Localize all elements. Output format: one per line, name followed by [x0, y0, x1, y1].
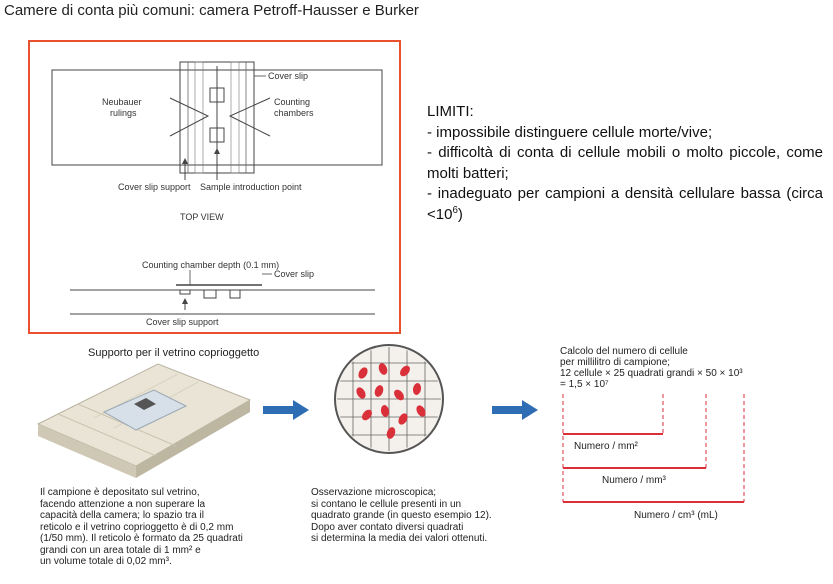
limits-heading: LIMITI:: [427, 103, 474, 120]
microscope-field-illustration: [334, 344, 444, 454]
cover-slip-label: Cover slip: [268, 71, 309, 81]
flow-arrow-1: [263, 400, 309, 420]
caption-middle: Osservazione microscopica; si contano le…: [311, 487, 492, 544]
cover-slip-support-bottom-label: Cover slip support: [146, 317, 219, 327]
cover-slip-side-label: Cover slip: [274, 269, 315, 279]
counting-chamber-diagram: [51, 61, 383, 315]
support-label: Supporto per il vetrino coprioggetto: [88, 347, 260, 359]
counting-chamber-diagram-frame: Cover slip Neubauer rulings Counting cha…: [28, 40, 401, 334]
number-per-cm3: Numero / cm³ (mL): [634, 510, 718, 521]
number-per-mm3: Numero / mm³: [602, 475, 666, 486]
neubauer-rulings-label-1: Neubauer: [102, 97, 142, 107]
sample-introduction-label: Sample introduction point: [200, 182, 302, 192]
calculation-text: Calcolo del numero di cellule per millil…: [560, 346, 743, 390]
limits-block: LIMITI: - impossibile distinguere cellul…: [427, 102, 823, 225]
limit-item-1: - impossibile distinguere cellule morte/…: [427, 123, 713, 141]
page-title: Camere di conta più comuni: camera Petro…: [4, 2, 419, 19]
counting-chambers-label-2: chambers: [274, 108, 314, 118]
flow-arrow-2: [492, 400, 538, 420]
top-view-label: TOP VIEW: [180, 212, 224, 222]
cover-slip-support-label: Cover slip support: [118, 182, 191, 192]
limit-item-3: - inadeguato per campioni a densità cell…: [427, 185, 823, 223]
calculation-brackets: [562, 394, 745, 503]
counting-chambers-label-1: Counting: [274, 97, 311, 107]
chamber-depth-label: Counting chamber depth (0.1 mm): [142, 260, 280, 270]
neubauer-rulings-label-2: rulings: [110, 108, 137, 118]
number-per-mm2: Numero / mm²: [574, 441, 638, 452]
caption-left: Il campione è depositato sul vetrino, fa…: [40, 487, 243, 567]
chamber-slide-illustration: [36, 363, 252, 478]
limit-item-2: - difficoltà di conta di cellule mobili …: [427, 144, 823, 182]
